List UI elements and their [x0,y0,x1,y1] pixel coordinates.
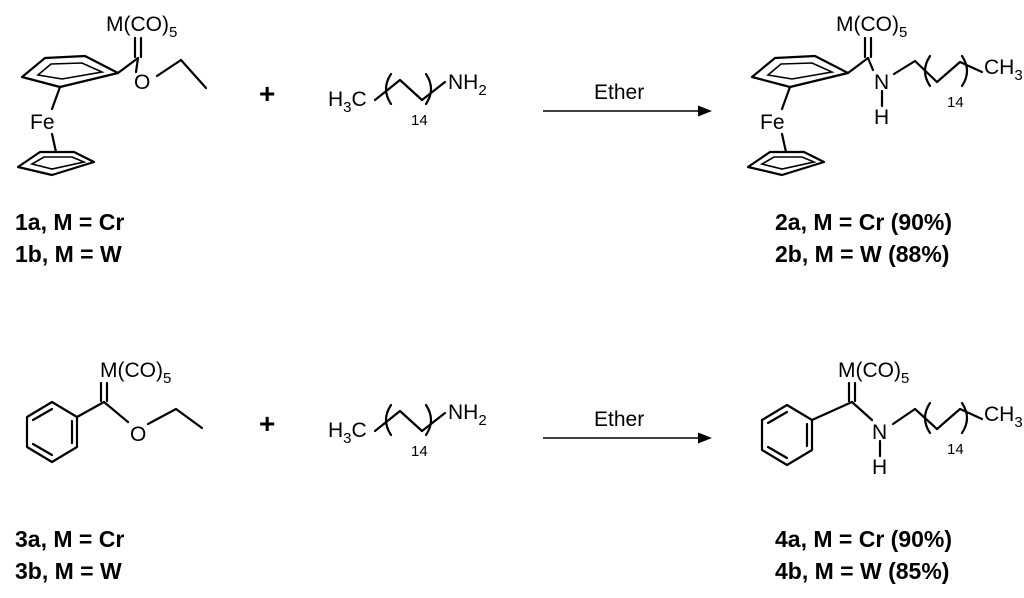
product-methyl-label: CH3 [984,56,1023,84]
plus-sign-2: + [259,408,275,439]
product-metal-carbonyl-label-2: M(CO)5 [838,359,909,387]
repeat-count: 14 [411,112,428,129]
product-metal-carbonyl-label: M(CO)5 [836,13,907,41]
product-repeat-count-2: 14 [947,441,964,458]
oxygen-atom-label: O [134,71,150,94]
amine-structure-2: H3C 14 NH2 [328,401,487,460]
metal-carbonyl-label-2: M(CO)5 [100,359,171,387]
product-methyl-label-2: CH3 [984,403,1023,431]
oxygen-atom-label-2: O [130,423,146,446]
product-nitrogen-label-2: N [872,421,887,444]
compound-4a-caption: 4a, M = Cr (90%) [775,526,952,552]
compound-1b-caption: 1b, M = W [15,241,122,267]
reactant-3a-structure: M(CO)5 O [25,359,204,464]
reaction-arrow: Ether [543,81,712,117]
solvent-label: Ether [594,81,644,104]
amine-nh2-label-2: NH2 [448,401,487,429]
metal-carbonyl-label: M(CO)5 [106,13,177,41]
product-repeat-count: 14 [947,94,964,111]
reaction-2: M(CO)5 O + H3C 14 NH2 Ether [15,359,1023,584]
amine-nh2-label: NH2 [448,71,487,99]
iron-atom-label: Fe [30,111,55,134]
product-2a-structure: 14 M(CO)5 N H CH3 Fe [746,13,1023,177]
reactant-1a-structure: M(CO)5 O Fe [16,13,208,177]
solvent-label-2: Ether [594,408,644,431]
product-nitrogen-label: N [874,71,889,94]
repeat-count-2: 14 [411,443,428,460]
compound-2b-caption: 2b, M = W (88%) [775,241,949,267]
product-iron-atom-label: Fe [760,111,785,134]
product-nh-hydrogen-label: H [874,106,889,129]
reaction-1: M(CO)5 O Fe + H3C 14 NH2 Ether [15,13,1023,267]
compound-3a-caption: 3a, M = Cr [15,526,124,552]
reaction-arrow-2: Ether [543,408,712,444]
plus-sign: + [259,78,275,109]
amine-structure: H3C 14 NH2 [328,71,487,129]
compound-4b-caption: 4b, M = W (85%) [775,558,949,584]
product-nh-hydrogen-label-2: H [872,456,887,479]
compound-2a-caption: 2a, M = Cr (90%) [775,209,952,235]
amine-methyl-label: H3C [328,88,367,116]
product-4a-structure: 14 M(CO)5 N H CH3 [760,359,1023,479]
compound-3b-caption: 3b, M = W [15,558,122,584]
amine-methyl-label-2: H3C [328,419,367,447]
compound-1a-caption: 1a, M = Cr [15,209,124,235]
